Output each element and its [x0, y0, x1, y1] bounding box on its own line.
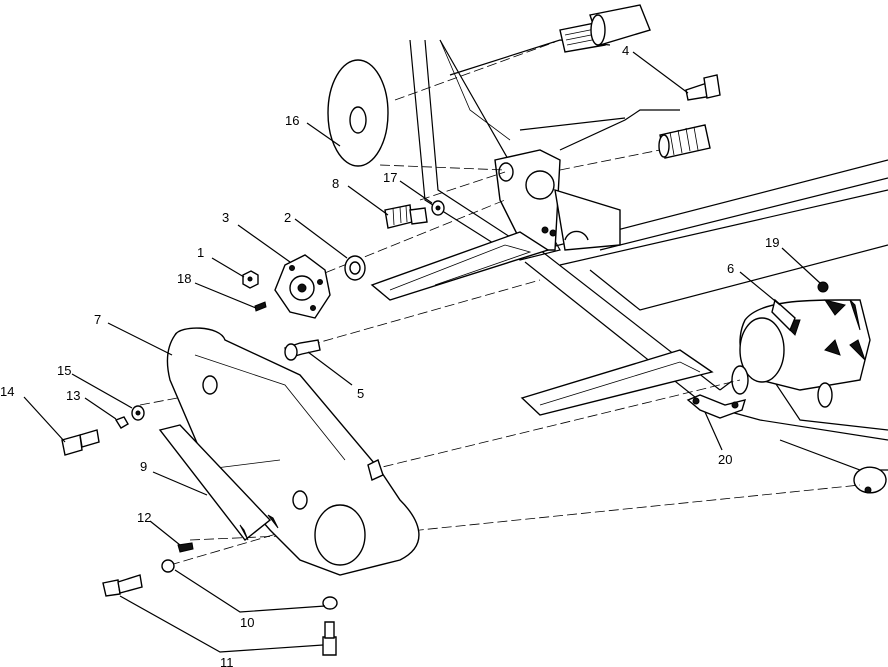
callout-7: 7 [94, 312, 101, 327]
callout-12: 12 [137, 510, 151, 525]
callout-9: 9 [140, 459, 147, 474]
assembly-axis-lines [139, 41, 861, 566]
callout-14: 14 [0, 384, 14, 399]
callout-10: 10 [240, 615, 254, 630]
leader-lines [23, 51, 821, 653]
callout-18: 18 [177, 271, 191, 286]
callout-16: 16 [285, 113, 299, 128]
callout-3: 3 [222, 210, 229, 225]
callout-11: 11 [220, 655, 234, 667]
callout-13: 13 [66, 388, 80, 403]
callout-2: 2 [284, 210, 291, 225]
callout-19: 19 [765, 235, 779, 250]
callout-15: 15 [57, 363, 71, 378]
callout-17: 17 [383, 170, 397, 185]
exploded-parts [61, 59, 829, 656]
callout-20: 20 [718, 452, 732, 467]
callout-4: 4 [622, 43, 629, 58]
frame-assembly [370, 4, 888, 494]
callout-6: 6 [727, 261, 734, 276]
callout-8: 8 [332, 176, 339, 191]
callout-5: 5 [357, 386, 364, 401]
callout-labels: 1 2 3 4 5 6 7 8 9 10 11 12 13 14 15 16 1… [0, 43, 779, 667]
callout-1: 1 [197, 245, 204, 260]
